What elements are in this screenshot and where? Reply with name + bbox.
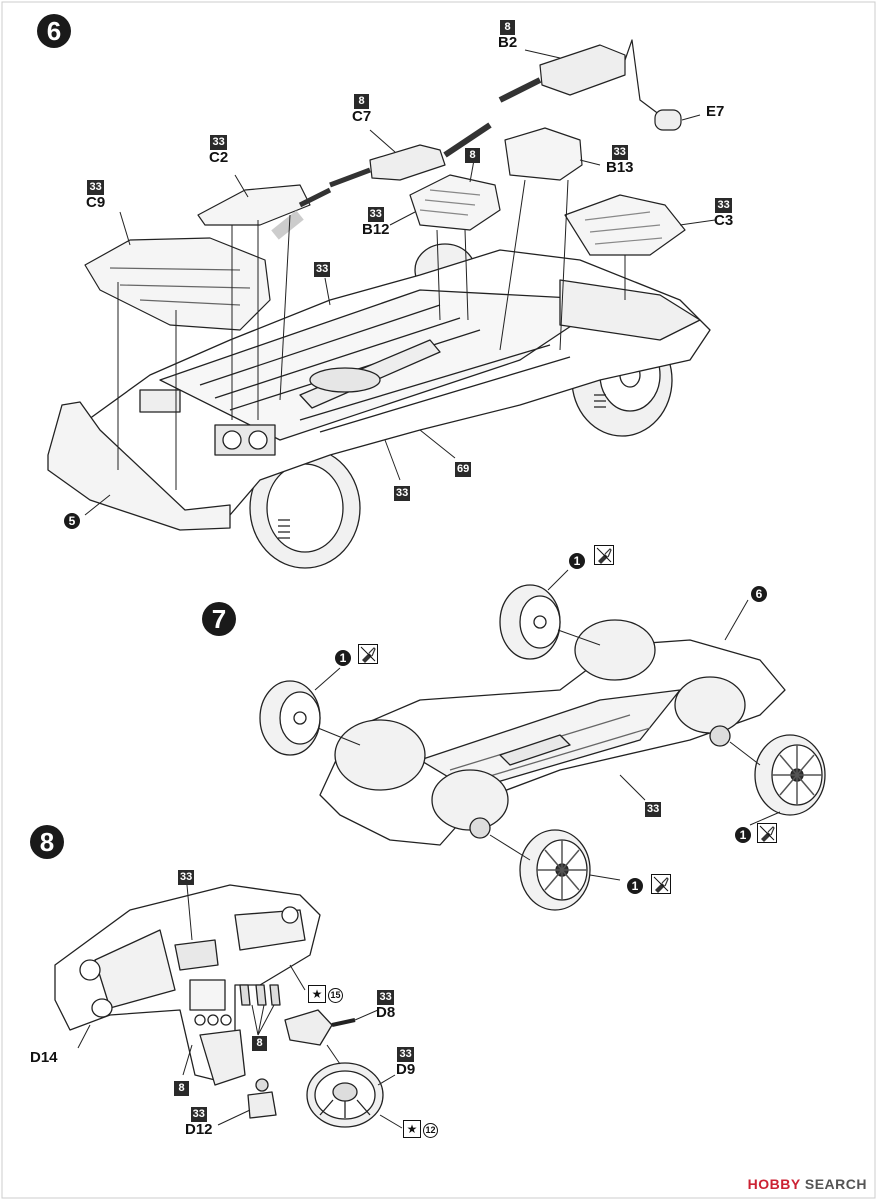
paint-brush-icon: [651, 874, 671, 894]
label-69: 69: [455, 460, 472, 477]
label-8a: 8: [174, 1079, 189, 1096]
label-d9: 33 D9: [396, 1045, 415, 1078]
step-7-badge: 7: [202, 602, 236, 636]
paint-brush-icon: [757, 823, 777, 843]
star-icon: ★: [403, 1120, 421, 1138]
label-star-15: ★15: [308, 985, 343, 1003]
part-d12-shifter: [247, 1091, 277, 1119]
circled-number: 12: [423, 1123, 438, 1138]
ref-circle-1: 1: [627, 878, 643, 894]
part-code: C7: [352, 108, 372, 125]
label-d8: 33 D8: [376, 988, 395, 1021]
number-box: 8: [354, 94, 370, 109]
label-d12: 33 D12: [185, 1105, 213, 1138]
part-c3-cover: [564, 194, 686, 256]
part-code: C3: [714, 212, 734, 229]
label-c3: 33 C3: [714, 196, 733, 229]
label-c9: 33 C9: [86, 178, 105, 211]
step7-chassis: [319, 619, 786, 846]
number-box: 33: [190, 1107, 207, 1122]
ref-circle-6: 6: [751, 586, 767, 602]
paint-brush-icon: [358, 644, 378, 664]
star-icon: ★: [308, 985, 326, 1003]
part-b13-cover: [504, 127, 583, 181]
number-box: 33: [314, 262, 331, 277]
part-c9-panel: [84, 237, 271, 331]
number-box: 69: [455, 462, 472, 477]
number-box: 33: [87, 180, 104, 195]
step-6-badge: 6: [37, 14, 71, 48]
number-box: 33: [611, 145, 628, 160]
part-code: C9: [86, 194, 106, 211]
part-e7: [654, 109, 682, 131]
part-code: C2: [209, 149, 229, 166]
step8-dashboard: [54, 884, 384, 1128]
label-dash-num: 33: [178, 868, 195, 885]
label-chassis-num: 33: [645, 800, 662, 817]
part-code: D9: [396, 1061, 416, 1078]
ref-circle-1: 1: [735, 827, 751, 843]
number-box: 33: [210, 135, 227, 150]
label-b12-num: 8: [465, 146, 480, 163]
part-code: D12: [185, 1121, 213, 1138]
part-code: B2: [498, 34, 518, 51]
number-box: 33: [377, 990, 394, 1005]
label-star-12: ★12: [403, 1120, 438, 1138]
part-b2-muffler: [539, 44, 626, 96]
ref-circle-1: 1: [335, 650, 351, 666]
label-c7: 8 C7: [352, 92, 371, 125]
number-box: 33: [397, 1047, 414, 1062]
number-box: 33: [367, 207, 384, 222]
watermark-suffix: SEARCH: [804, 1176, 867, 1192]
label-d14: D14: [30, 1049, 58, 1066]
ref-circle-1: 1: [569, 553, 585, 569]
watermark: HOBBY SEARCH: [748, 1176, 867, 1192]
step7-wheels: [259, 584, 826, 911]
part-c7-catalyst: [369, 144, 446, 181]
step6-chassis: [47, 243, 711, 569]
number-box: 33: [394, 486, 411, 501]
number-box: 8: [500, 20, 516, 35]
number-box: 8: [252, 1036, 267, 1051]
label-floor-num: 33: [314, 260, 331, 277]
number-box: 8: [465, 148, 480, 163]
label-b13: 33 B13: [606, 143, 634, 176]
label-b2: 8 B2: [498, 18, 517, 51]
part-d8-column: [284, 1009, 333, 1046]
part-code: B12: [362, 221, 390, 238]
part-code: D8: [376, 1004, 396, 1021]
label-c2: 33 C2: [209, 133, 228, 166]
watermark-brand: HOBBY: [747, 1176, 801, 1192]
paint-brush-icon: [594, 545, 614, 565]
label-33b: 33: [394, 484, 411, 501]
circled-number: 15: [328, 988, 343, 1003]
number-box: 33: [715, 198, 732, 213]
number-box: 8: [174, 1081, 189, 1096]
step-8-badge: 8: [30, 825, 64, 859]
label-b12: 33 B12: [362, 205, 390, 238]
label-e7: E7: [706, 103, 725, 120]
number-box: 33: [178, 870, 195, 885]
ref-circle-5: 5: [64, 513, 80, 529]
part-code: B13: [606, 159, 634, 176]
part-c2-panel: [197, 184, 311, 226]
label-8b: 8: [252, 1034, 267, 1051]
number-box: 33: [645, 802, 662, 817]
